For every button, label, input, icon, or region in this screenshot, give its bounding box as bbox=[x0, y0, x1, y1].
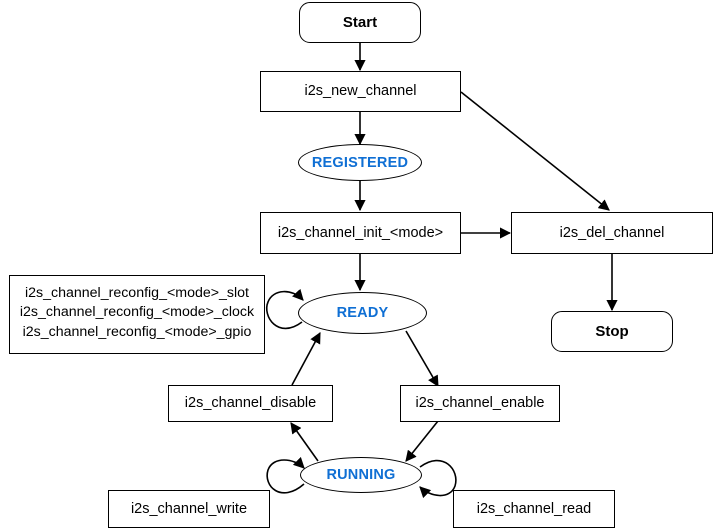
node-i2s-new-channel[interactable]: i2s_new_channel bbox=[260, 71, 461, 112]
node-i2s-channel-enable-label: i2s_channel_enable bbox=[415, 395, 545, 412]
node-i2s-channel-init[interactable]: i2s_channel_init_<mode> bbox=[260, 212, 461, 254]
edge-running-self-loop-right bbox=[419, 459, 457, 499]
node-i2s-del-channel[interactable]: i2s_del_channel bbox=[511, 212, 713, 254]
edge-running-to-disable bbox=[290, 422, 319, 462]
edge-new-channel-to-del-channel bbox=[460, 91, 610, 211]
edge-running-self-loop-left bbox=[266, 456, 305, 494]
node-reconfig-gpio-label: i2s_channel_reconfig_<mode>_gpio bbox=[22, 323, 252, 340]
edge-enable-to-running bbox=[405, 420, 439, 462]
node-i2s-channel-write[interactable]: i2s_channel_write bbox=[108, 490, 270, 528]
node-reconfig-slot-label: i2s_channel_reconfig_<mode>_slot bbox=[24, 285, 249, 301]
node-i2s-channel-write-label: i2s_channel_write bbox=[130, 500, 248, 517]
node-reconfig-clock-label: i2s_channel_reconfig_<mode>_clock bbox=[19, 304, 255, 321]
node-i2s-channel-reconfig[interactable]: i2s_channel_reconfig_<mode>_slot i2s_cha… bbox=[9, 275, 265, 354]
node-start[interactable]: Start bbox=[299, 2, 421, 43]
node-i2s-channel-enable[interactable]: i2s_channel_enable bbox=[400, 385, 560, 422]
edge-ready-self-loop bbox=[265, 288, 304, 330]
node-i2s-channel-disable[interactable]: i2s_channel_disable bbox=[168, 385, 333, 422]
node-i2s-channel-read[interactable]: i2s_channel_read bbox=[453, 490, 615, 528]
node-i2s-channel-read-label: i2s_channel_read bbox=[476, 500, 592, 517]
node-state-registered-label: REGISTERED bbox=[311, 154, 409, 171]
node-i2s-channel-disable-label: i2s_channel_disable bbox=[184, 395, 317, 412]
node-i2s-new-channel-label: i2s_new_channel bbox=[304, 83, 417, 100]
node-state-running[interactable]: RUNNING bbox=[300, 457, 422, 493]
node-start-label: Start bbox=[342, 13, 378, 31]
node-state-ready-label: READY bbox=[336, 305, 389, 321]
node-state-registered[interactable]: REGISTERED bbox=[298, 144, 422, 181]
edge-disable-to-ready bbox=[291, 332, 321, 386]
node-state-running-label: RUNNING bbox=[326, 467, 396, 483]
node-stop[interactable]: Stop bbox=[551, 311, 673, 352]
node-state-ready[interactable]: READY bbox=[298, 292, 427, 334]
node-i2s-del-channel-label: i2s_del_channel bbox=[559, 224, 665, 241]
node-stop-label: Stop bbox=[595, 322, 629, 340]
node-i2s-channel-init-label: i2s_channel_init_<mode> bbox=[277, 224, 444, 241]
edge-ready-to-enable bbox=[405, 330, 439, 387]
